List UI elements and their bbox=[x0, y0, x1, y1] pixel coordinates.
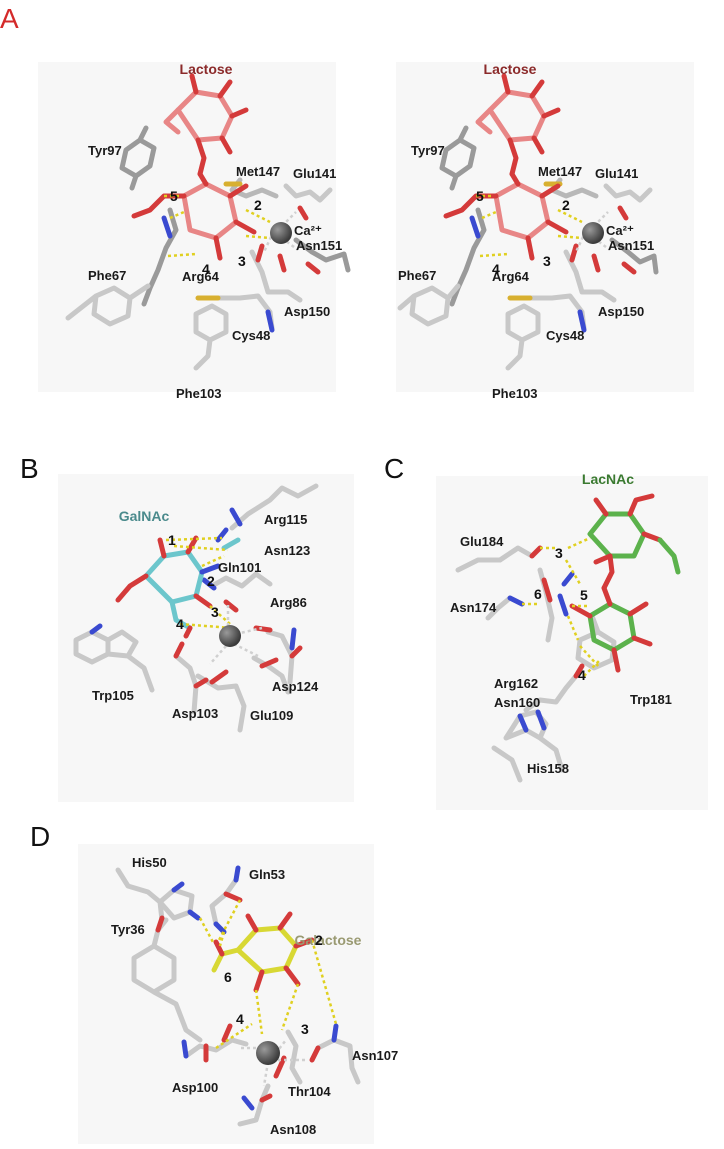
panel-c-position-3: 3 bbox=[555, 545, 563, 561]
panel-b-position-3: 3 bbox=[211, 604, 219, 620]
panel-b-galnac-sticks bbox=[115, 535, 221, 639]
panel-a-left-label-met147: Met147 bbox=[236, 164, 280, 179]
panel-d-label-thr104: Thr104 bbox=[288, 1084, 331, 1099]
panel-d-position-4: 4 bbox=[236, 1011, 244, 1027]
panel-c-label-asn174: Asn174 bbox=[450, 600, 497, 615]
panel-a-right-calcium-sphere bbox=[582, 222, 604, 244]
panel-a-left-label-phe67: Phe67 bbox=[88, 268, 126, 283]
panel-b-protein-sticks bbox=[73, 483, 319, 733]
panel-a-right-label-arg64: Arg64 bbox=[492, 269, 530, 284]
panel-a-left-position-5: 5 bbox=[170, 188, 178, 204]
panel-a-right-label-cys48: Cys48 bbox=[546, 328, 584, 343]
panel-d-ligand-label: Galactose bbox=[295, 932, 362, 948]
panel-a-right-position-4: 4 bbox=[492, 261, 500, 277]
panel-a-right-position-2: 2 bbox=[562, 197, 570, 213]
panel-a-right-label-phe103: Phe103 bbox=[492, 386, 538, 401]
panel-b-label-asp124: Asp124 bbox=[272, 679, 319, 694]
panel-c-letter: C bbox=[384, 453, 404, 484]
panel-a-right-label-glu141: Glu141 bbox=[595, 166, 638, 181]
panel-a-right-label-asn151: Asn151 bbox=[608, 238, 654, 253]
panel-d-label-asp100: Asp100 bbox=[172, 1080, 218, 1095]
panel-a-left-ligand-label: Lactose bbox=[180, 61, 233, 77]
panel-a-right-protein-sticks bbox=[397, 125, 659, 371]
panel-c-position-4: 4 bbox=[578, 667, 586, 683]
panel-a-left-label-calcium: Ca²⁺ bbox=[294, 223, 322, 238]
panel-b: GalNAc Arg115 Asn123 Gln101 Arg86 Trp105… bbox=[58, 474, 354, 802]
panel-a-left: Lactose Tyr97 Met147 Glu141 Asn151 Ca²⁺ … bbox=[38, 61, 351, 401]
panel-d-calcium-sphere bbox=[256, 1041, 280, 1065]
panel-c-label-glu184: Glu184 bbox=[460, 534, 504, 549]
panel-b-position-1: 1 bbox=[168, 532, 176, 548]
panel-b-label-arg115: Arg115 bbox=[264, 512, 307, 527]
panel-c-position-5: 5 bbox=[580, 587, 588, 603]
panel-a-right-position-5: 5 bbox=[476, 188, 484, 204]
panel-a-right-label-tyr97: Tyr97 bbox=[411, 143, 445, 158]
panel-a-right-lactose-sticks bbox=[443, 73, 569, 261]
panel-d-position-3: 3 bbox=[301, 1021, 309, 1037]
panel-d-label-his50: His50 bbox=[132, 855, 167, 870]
panel-d-galactose-sticks bbox=[211, 911, 315, 993]
panel-b-label-gln101: Gln101 bbox=[218, 560, 261, 575]
panel-a-left-protein-sticks bbox=[65, 125, 351, 371]
panel-d-hbonds bbox=[198, 899, 338, 1087]
panel-a-left-label-asn151: Asn151 bbox=[296, 238, 342, 253]
panel-d-letter: D bbox=[30, 821, 50, 852]
panel-b-letter: B bbox=[20, 453, 39, 484]
panel-a-left-label-tyr97: Tyr97 bbox=[88, 143, 122, 158]
panel-b-calcium-sphere bbox=[219, 625, 241, 647]
panel-a-right-label-asp150: Asp150 bbox=[598, 304, 644, 319]
panel-b-label-asp103: Asp103 bbox=[172, 706, 218, 721]
panel-c-label-his158: His158 bbox=[527, 761, 569, 776]
panel-c: LacNAc Glu184 Asn174 Arg162 Asn160 Trp18… bbox=[436, 471, 708, 810]
panel-d-position-2: 2 bbox=[315, 932, 323, 948]
panel-a-left-position-2: 2 bbox=[254, 197, 262, 213]
panel-b-ligand-label: GalNAc bbox=[119, 508, 170, 524]
panel-a-left-position-3: 3 bbox=[238, 253, 246, 269]
panel-c-hbonds bbox=[522, 536, 601, 677]
panel-b-label-arg86: Arg86 bbox=[270, 595, 307, 610]
panel-d-label-gln53: Gln53 bbox=[249, 867, 285, 882]
panel-c-label-asn160: Asn160 bbox=[494, 695, 540, 710]
panel-b-label-asn123: Asn123 bbox=[264, 543, 310, 558]
panel-a-left-position-4: 4 bbox=[202, 261, 210, 277]
panel-a-right-position-3: 3 bbox=[543, 253, 551, 269]
panel-a-left-hbonds bbox=[164, 194, 299, 258]
panel-d-label-asn108: Asn108 bbox=[270, 1122, 316, 1137]
panel-d-position-6: 6 bbox=[224, 969, 232, 985]
panel-a-left-label-glu141: Glu141 bbox=[293, 166, 336, 181]
panel-c-background bbox=[436, 476, 708, 810]
panel-c-position-6: 6 bbox=[534, 586, 542, 602]
panel-b-position-2: 2 bbox=[207, 573, 215, 589]
panel-c-label-trp181: Trp181 bbox=[630, 692, 672, 707]
panel-a-letter: A bbox=[0, 3, 19, 34]
panel-b-label-trp105: Trp105 bbox=[92, 688, 134, 703]
panel-a-left-label-asp150: Asp150 bbox=[284, 304, 330, 319]
panel-d-label-tyr36: Tyr36 bbox=[111, 922, 145, 937]
panel-c-ligand-label: LacNAc bbox=[582, 471, 634, 487]
panel-a-right: Lactose Tyr97 Met147 Glu141 Asn151 Ca²⁺ … bbox=[396, 61, 694, 401]
panel-d-background bbox=[78, 844, 374, 1144]
panel-a-right-label-calcium: Ca²⁺ bbox=[606, 223, 634, 238]
panel-b-position-4: 4 bbox=[176, 616, 184, 632]
panel-a-right-label-phe67: Phe67 bbox=[398, 268, 436, 283]
panel-d-protein-sticks bbox=[115, 865, 361, 1127]
panel-a-right-ligand-label: Lactose bbox=[484, 61, 537, 77]
panel-c-protein-sticks bbox=[455, 545, 617, 783]
panel-a-left-lactose-sticks bbox=[131, 73, 257, 261]
panel-b-hbonds bbox=[165, 536, 263, 665]
panel-c-lacnac-sticks bbox=[569, 493, 681, 673]
panel-c-label-arg162: Arg162 bbox=[494, 676, 538, 691]
panel-d-label-asn107: Asn107 bbox=[352, 1048, 398, 1063]
panel-a-right-hbonds bbox=[476, 194, 611, 258]
panel-b-label-glu109: Glu109 bbox=[250, 708, 293, 723]
panel-a-left-calcium-sphere bbox=[270, 222, 292, 244]
panel-a-left-label-arg64: Arg64 bbox=[182, 269, 220, 284]
panel-d: Galactose His50 Gln53 Tyr36 Asn107 Asp10… bbox=[78, 844, 398, 1144]
panel-a-left-label-cys48: Cys48 bbox=[232, 328, 270, 343]
panel-a-left-label-phe103: Phe103 bbox=[176, 386, 222, 401]
panel-a-right-label-met147: Met147 bbox=[538, 164, 582, 179]
